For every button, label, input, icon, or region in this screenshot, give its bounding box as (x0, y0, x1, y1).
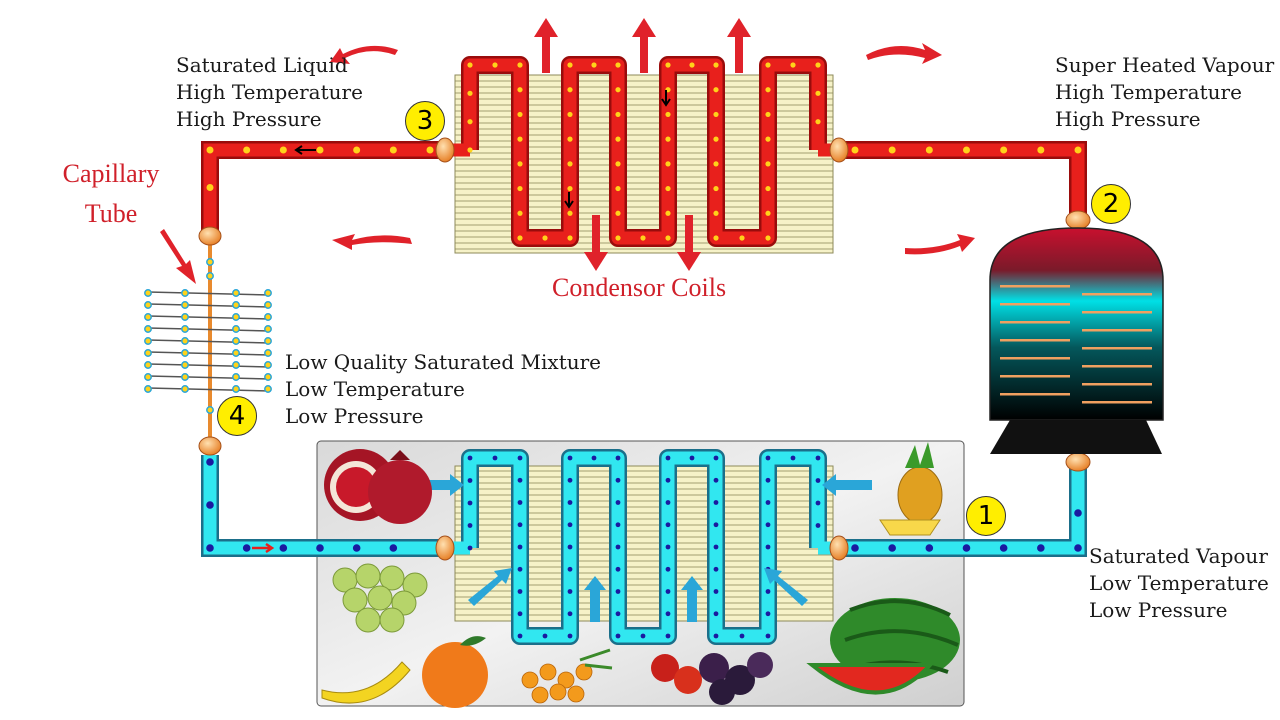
peach (422, 636, 488, 708)
label-point-4: Low Quality Saturated Mixture Low Temper… (285, 349, 601, 430)
flow-arrow-diag-right (764, 568, 808, 606)
cold-pipe-dots (206, 455, 1082, 639)
marker-2: 2 (1091, 184, 1131, 224)
heat-out-arrow-curve-tr (866, 43, 942, 64)
heat-out-arrow-up-1 (534, 18, 558, 73)
flow-arrow-diag-left (468, 568, 512, 606)
flow-arrow-left-in (412, 474, 464, 496)
capillary-pointer-arrow (160, 229, 196, 284)
heat-out-arrow-down-1 (584, 215, 608, 271)
heat-out-arrow-curve-bl (332, 234, 412, 250)
label-point-1-line-3: Low Pressure (1089, 598, 1228, 622)
flow-arrow-up-2 (681, 576, 703, 622)
label-point-4-line-2: Low Temperature (285, 377, 465, 401)
capillary-tube-title: Capillary Tube (56, 154, 166, 234)
marker-4: 4 (217, 396, 257, 436)
label-point-3-line-1: Saturated Liquid (176, 53, 348, 77)
watermelon (806, 598, 960, 695)
condenser-coils-title: Condensor Coils (552, 273, 727, 302)
heat-out-arrow-down-2 (677, 215, 701, 271)
marker-1: 1 (966, 496, 1006, 536)
heat-out-arrows (330, 18, 975, 271)
label-point-3-line-3: High Pressure (176, 107, 322, 131)
flow-direction-arrows (252, 90, 671, 554)
capillary-title-line-1: Capillary (62, 159, 160, 188)
heat-out-arrow-curve-br (905, 234, 975, 255)
compressor (989, 227, 1164, 454)
flow-arrow-right-in (822, 474, 872, 496)
heat-out-arrow-up-3 (727, 18, 751, 73)
label-point-2-line-3: High Pressure (1055, 107, 1201, 131)
label-point-2-line-1: Super Heated Vapour (1055, 53, 1275, 77)
label-point-1-line-2: Low Temperature (1089, 571, 1269, 595)
pipe-joints (198, 137, 1091, 561)
air-flow-arrows (412, 474, 872, 622)
pineapple (879, 442, 943, 536)
label-point-3: Saturated Liquid High Temperature High P… (176, 52, 363, 133)
label-point-3-line-2: High Temperature (176, 80, 363, 104)
label-point-4-line-1: Low Quality Saturated Mixture (285, 350, 602, 374)
pomegranate (324, 449, 432, 524)
sea-buckthorn (521, 648, 613, 704)
heat-out-arrow-up-2 (632, 18, 656, 73)
label-point-2-line-2: High Temperature (1055, 80, 1242, 104)
banana (321, 661, 411, 704)
capillary-title-line-2: Tube (84, 199, 138, 228)
marker-3: 3 (405, 101, 445, 141)
label-point-2: Super Heated Vapour High Temperature Hig… (1055, 52, 1274, 133)
label-point-4-line-3: Low Pressure (285, 404, 424, 428)
flow-arrow-up-1 (584, 576, 606, 622)
label-point-1-line-1: Saturated Vapour (1089, 544, 1268, 568)
heat-out-arrow-curve-tl (330, 45, 398, 64)
grapes (332, 563, 428, 633)
hot-pipe-dots (206, 62, 1082, 241)
cherries-plums (651, 652, 773, 705)
label-point-1: Saturated Vapour Low Temperature Low Pre… (1089, 543, 1269, 624)
capillary-tube (144, 236, 272, 455)
